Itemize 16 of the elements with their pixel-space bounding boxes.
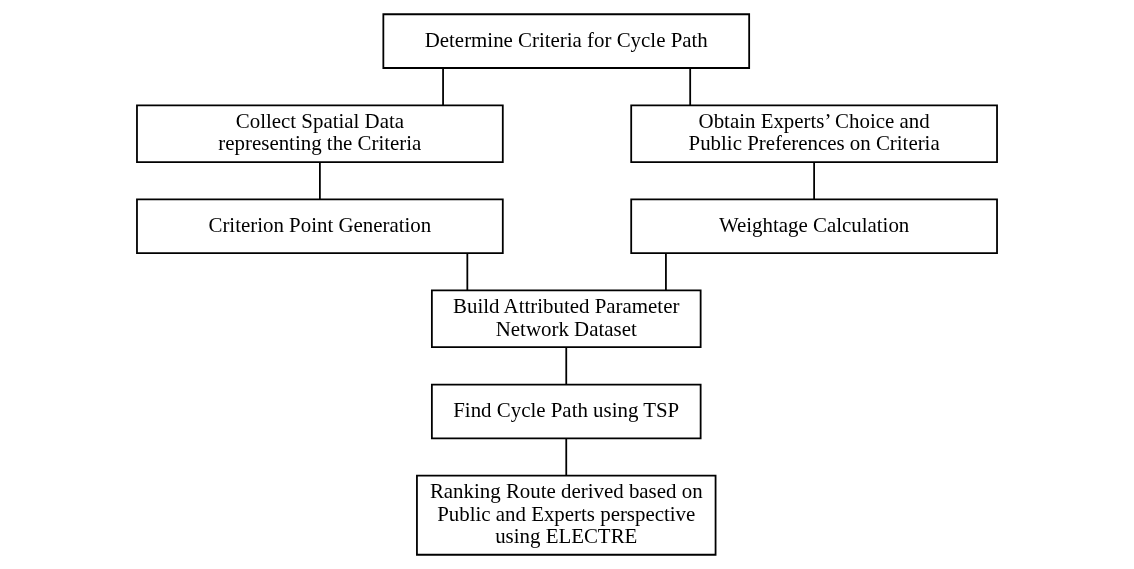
node-box: Ranking Route derived based on Public and Experts perspective using ELECTRE [416, 474, 717, 556]
connector [665, 252, 667, 292]
node-box: Criterion Point Generation [136, 198, 504, 255]
node-box: Find Cycle Path using TSP [430, 383, 702, 440]
node-box: Weightage Calculation [630, 198, 998, 255]
node-box: Determine Criteria for Cycle Path [382, 13, 751, 69]
connector [319, 161, 321, 200]
connector [813, 161, 815, 200]
connector [565, 437, 568, 477]
connector [466, 252, 469, 292]
node-box: Build Attributed Parameter Network Dataset [430, 289, 702, 349]
connector [442, 67, 444, 106]
node-box: Collect Spatial Data representing the Criteria [136, 104, 504, 163]
connector [565, 346, 568, 386]
node-box: Obtain Experts’ Choice and Public Preferences on Criteria [630, 104, 998, 163]
connector [689, 67, 692, 106]
